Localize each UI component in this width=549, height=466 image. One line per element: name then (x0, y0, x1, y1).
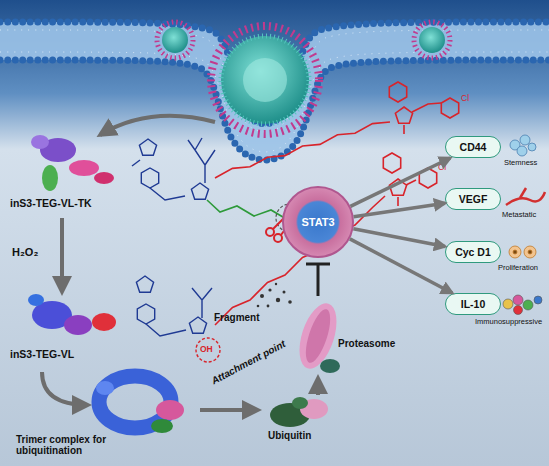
nanoparticle (211, 26, 319, 134)
node-text: STAT3 (301, 216, 334, 228)
outcome-label: Stemness (504, 158, 537, 167)
molecule-name: inS3-TEG-VL-TK (10, 197, 92, 209)
annotation: Attachment point (209, 338, 287, 386)
proteasome (292, 299, 343, 374)
node-text: Cyc D1 (455, 246, 491, 258)
nanoparticle-small (157, 22, 450, 58)
trimer-complex (96, 376, 184, 433)
atom-label: Cl (461, 93, 469, 103)
target-pill: VEGF (445, 188, 501, 210)
atom-label: Cl (438, 162, 446, 172)
molecule-name: inS3-TEG-VL (10, 348, 74, 360)
outcome-label: Metastatic (502, 210, 536, 219)
protein-ribbon (31, 135, 114, 191)
part-label: Proteasome (338, 338, 395, 349)
outcome-label: Proliferation (498, 263, 538, 272)
node-text: VEGF (459, 193, 488, 205)
target-pill: CD44 (445, 136, 501, 158)
part-label: Trimer complex for ubiquitination (16, 434, 141, 456)
peg-chain (215, 82, 459, 325)
target-pill: IL-10 (445, 293, 501, 315)
node-text: CD44 (460, 141, 487, 153)
atom-label: OH (200, 344, 213, 354)
process-arrow (42, 116, 318, 410)
reagent-label: H₂O₂ (12, 246, 38, 258)
stemness-icon (510, 135, 536, 156)
metastatic-icon (506, 188, 545, 205)
protein-circle: STAT3 (282, 186, 354, 258)
inhibition-bar (306, 264, 330, 296)
protein-ribbon (28, 294, 116, 335)
part-label: Fragment (214, 312, 260, 323)
peptide-fragment (257, 283, 292, 308)
cell-membrane (0, 22, 549, 160)
chemical-structure (132, 138, 215, 200)
signal-arrow (354, 203, 445, 217)
proliferation-icon (509, 246, 536, 258)
attachment-circle (196, 338, 220, 362)
immune-icon (503, 295, 542, 315)
target-pill: Cyc D1 (445, 241, 501, 263)
outcome-label: Immunosuppressive (475, 317, 542, 326)
signal-arrow (350, 239, 452, 293)
signal-arrow (350, 158, 450, 206)
ubiquitin (270, 397, 328, 427)
part-label: Ubiquitin (268, 430, 311, 441)
signal-arrow (353, 229, 445, 247)
chemical-structure (136, 276, 212, 336)
node-text: IL-10 (461, 298, 486, 310)
